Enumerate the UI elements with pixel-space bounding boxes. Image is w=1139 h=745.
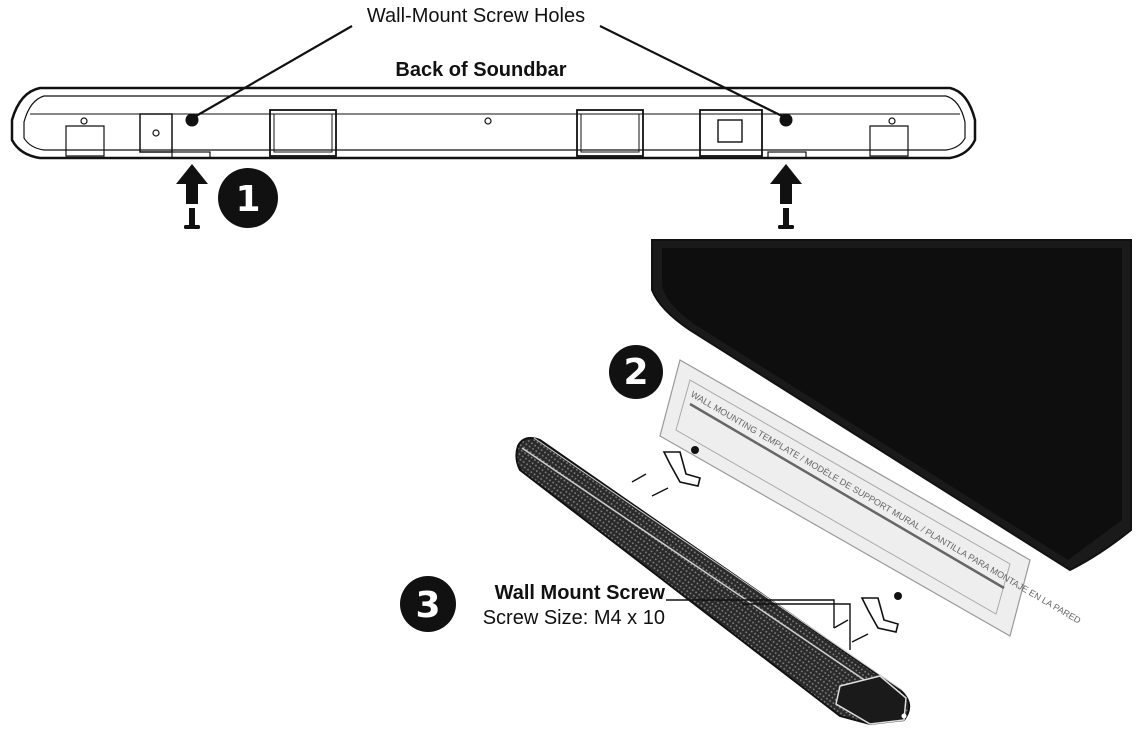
svg-text:2: 2 (623, 352, 648, 393)
svg-text:1: 1 (235, 179, 260, 220)
screw-size-label: Screw Size: M4 x 10 (483, 607, 665, 629)
step-badge-2: 2 (609, 345, 663, 399)
screw-hole-left (185, 113, 199, 127)
wall-mount-holes-label: Wall-Mount Screw Holes (367, 5, 585, 27)
mounting-bracket-right (833, 592, 902, 643)
mounting-bracket-left (631, 446, 701, 497)
soundbar-front-view (515, 437, 911, 726)
arrow-up-icon (176, 164, 208, 204)
wall-mount-screw-label: Wall Mount Screw (495, 582, 666, 604)
back-of-soundbar-label: Back of Soundbar (395, 59, 566, 81)
screw-icon (778, 208, 794, 229)
soundbar-back-view (10, 25, 977, 229)
screw-icon (184, 208, 200, 229)
step-badge-1: 1 (218, 168, 278, 228)
screw-hole-right (779, 113, 793, 127)
tv-illustration (651, 239, 1132, 572)
step-badge-3: 3 (400, 576, 456, 632)
svg-text:3: 3 (415, 585, 440, 626)
arrow-up-icon (770, 164, 802, 204)
